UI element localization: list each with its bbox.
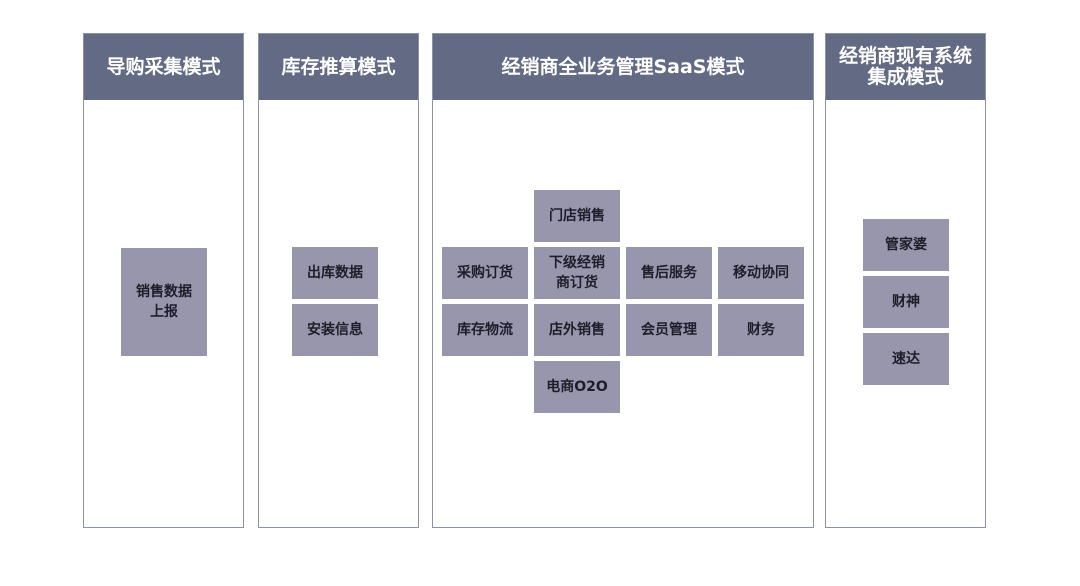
item-guanjiapo: 管家婆 <box>863 219 949 271</box>
column-guide-collection: 导购采集模式 销售数据 上报 <box>83 33 244 528</box>
item-ecommerce-o2o: 电商O2O <box>534 361 620 413</box>
item-installation-info: 安装信息 <box>292 304 378 356</box>
column-title: 经销商全业务管理SaaS模式 <box>433 34 813 100</box>
item-outbound-data: 出库数据 <box>292 247 378 299</box>
item-purchase-order: 采购订货 <box>442 247 528 299</box>
column-system-integration: 经销商现有系统 集成模式 管家婆 财神 速达 <box>825 33 986 528</box>
column-title: 导购采集模式 <box>84 34 243 100</box>
column-saas-management: 经销商全业务管理SaaS模式 门店销售 采购订货 下级经销 商订货 售后服务 移… <box>432 33 814 528</box>
item-caishen: 财神 <box>863 276 949 328</box>
item-member-management: 会员管理 <box>626 304 712 356</box>
item-after-sales: 售后服务 <box>626 247 712 299</box>
column-title: 库存推算模式 <box>259 34 418 100</box>
item-finance: 财务 <box>718 304 804 356</box>
item-inventory-logistics: 库存物流 <box>442 304 528 356</box>
item-sales-data-report: 销售数据 上报 <box>121 248 207 356</box>
column-inventory-estimation: 库存推算模式 出库数据 安装信息 <box>258 33 419 528</box>
item-sub-dealer-order: 下级经销 商订货 <box>534 247 620 299</box>
item-suda: 速达 <box>863 333 949 385</box>
column-title: 经销商现有系统 集成模式 <box>826 34 985 100</box>
item-store-sales: 门店销售 <box>534 190 620 242</box>
item-offline-sales: 店外销售 <box>534 304 620 356</box>
item-mobile-collab: 移动协同 <box>718 247 804 299</box>
